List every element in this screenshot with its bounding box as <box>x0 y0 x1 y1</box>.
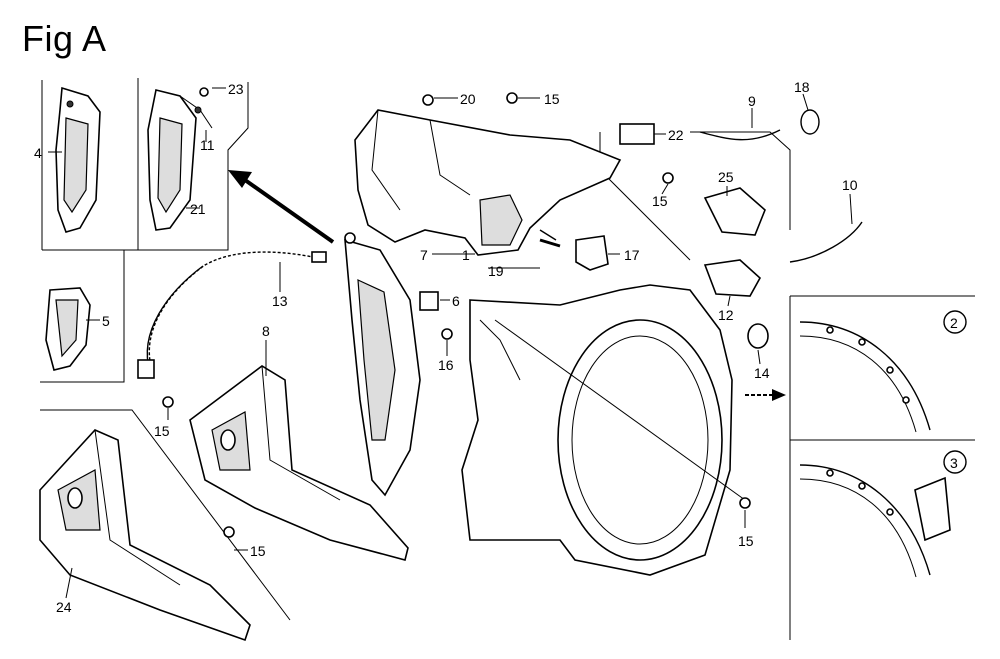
callout-17: 17 <box>624 247 640 263</box>
callout-22: 22 <box>668 127 684 143</box>
callout-6: 6 <box>452 293 460 309</box>
part-14 <box>747 323 769 349</box>
detail-inset-2 <box>799 310 967 433</box>
callout-14: 14 <box>754 365 770 381</box>
leader-lines <box>48 87 853 599</box>
arrows <box>228 170 786 401</box>
figure-title: Fig A <box>22 18 107 59</box>
callout-15-bottom: 15 <box>250 543 266 559</box>
part-22 <box>619 123 655 145</box>
main-fan-housing <box>461 284 746 576</box>
callout-18: 18 <box>794 79 810 95</box>
callout-15-left: 15 <box>154 423 170 439</box>
callout-1: 1 <box>462 247 470 263</box>
callout-labels: 2 3 4 5 6 7 1 8 9 10 11 12 13 14 15 15 1… <box>34 79 958 615</box>
callout-7: 7 <box>420 247 428 263</box>
detail-inset-3 <box>799 450 967 578</box>
part-13-cable <box>137 251 327 379</box>
part-12 <box>703 259 762 297</box>
part-10 <box>789 221 863 263</box>
callout-15-right: 15 <box>652 193 668 209</box>
callout-10: 10 <box>842 177 858 193</box>
callout-12: 12 <box>718 307 734 323</box>
part-18 <box>800 109 820 135</box>
callout-23: 23 <box>228 81 244 97</box>
part-17 <box>575 235 609 271</box>
callout-3: 3 <box>950 455 958 471</box>
center-curved-shroud <box>344 232 421 497</box>
callout-9: 9 <box>748 93 756 109</box>
callout-8: 8 <box>262 323 270 339</box>
small-parts <box>162 109 863 538</box>
callout-20: 20 <box>460 91 476 107</box>
callout-19: 19 <box>488 263 504 279</box>
callout-4: 4 <box>34 145 42 161</box>
part-24-bottom-shroud <box>39 429 251 642</box>
top-housing <box>354 92 622 256</box>
callout-15-top: 15 <box>544 91 560 107</box>
callout-11: 11 <box>200 137 215 153</box>
callout-16: 16 <box>438 357 454 373</box>
part-4-shroud-piece <box>55 86 101 233</box>
callout-24: 24 <box>56 599 72 615</box>
part-8-lower-shroud <box>189 365 409 561</box>
inset-frames <box>40 78 975 640</box>
callout-13: 13 <box>272 293 288 309</box>
part-9 <box>699 129 781 141</box>
part-6 <box>419 291 439 311</box>
part-16 <box>441 328 453 340</box>
callout-15-housing: 15 <box>738 533 754 549</box>
callout-5: 5 <box>102 313 110 329</box>
part-19 <box>539 238 561 248</box>
callout-25: 25 <box>718 169 734 185</box>
part-25 <box>703 187 766 236</box>
part-5-shroud-piece <box>45 287 91 371</box>
callout-2: 2 <box>950 315 958 331</box>
part-21-shroud-piece <box>147 87 213 231</box>
callout-21: 21 <box>190 201 206 217</box>
